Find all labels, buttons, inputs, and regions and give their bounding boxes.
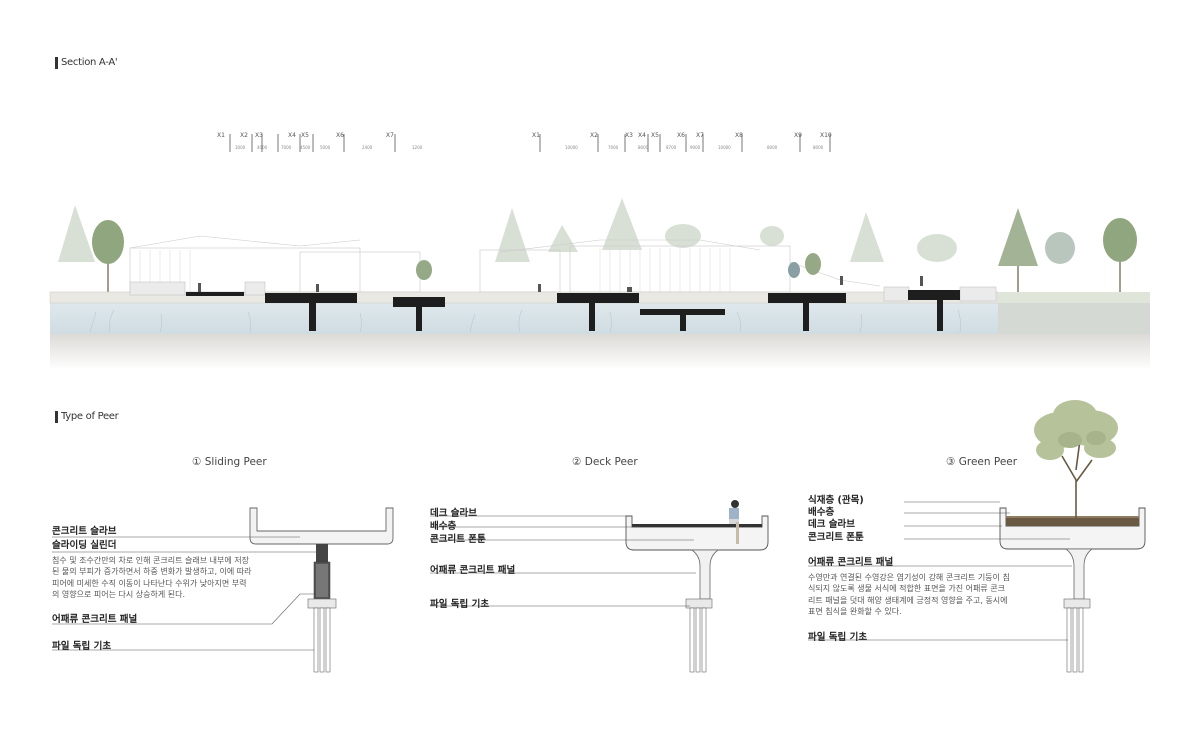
green-label-deck: 데크 슬라브 — [808, 519, 856, 530]
axis-label: X4 — [288, 132, 296, 139]
axis-label: X1 — [532, 132, 540, 139]
green-label-drainage: 배수층 — [808, 507, 835, 518]
foreground-trees — [92, 208, 1137, 292]
axis-label: X3 — [625, 132, 633, 139]
green-description: 수영만과 연결된 수영강은 염기성이 강해 콘크리트 기둥이 침식되지 않도록 … — [808, 573, 1010, 616]
deck-label-slab: 데크 슬라브 — [430, 508, 478, 519]
green-peer-detail — [808, 400, 1146, 673]
axis-label: X9 — [794, 132, 802, 139]
deck-peer-detail — [430, 500, 769, 673]
dimension-label: 4500 — [300, 145, 311, 150]
dimension-label: 8000 — [813, 145, 824, 150]
axis-label: X5 — [301, 132, 309, 139]
dimension-label: 8000 — [638, 145, 649, 150]
sliding-label-pile: 파일 독립 기초 — [52, 641, 112, 652]
green-label-pontoon: 콘크리트 폰툰 — [808, 532, 864, 543]
sliding-peer-title: ① Sliding Peer — [192, 456, 267, 468]
section-heading-bar — [55, 57, 58, 69]
axis-label: X7 — [386, 132, 394, 139]
types-heading: Type of Peer — [61, 411, 119, 422]
pier-decks — [186, 290, 960, 331]
deck-label-pontoon: 콘크리트 폰툰 — [430, 534, 486, 545]
axis-label: X4 — [638, 132, 646, 139]
sliding-description: 침수 및 조수간만의 차로 인해 콘크리트 슬래브 내부에 저장된 물의 부피가… — [52, 556, 252, 599]
sliding-label-cylinder: 슬라이딩 실린더 — [52, 540, 117, 551]
dimension-label: 9000 — [690, 145, 701, 150]
green-label-planting: 식재층 (관목) — [808, 495, 864, 506]
green-label-pile: 파일 독립 기초 — [808, 632, 868, 643]
axis-label: X2 — [240, 132, 248, 139]
background-trees — [58, 198, 957, 262]
green-label-panel: 어패류 콘크리트 패널 — [808, 557, 894, 568]
axis-label: X2 — [590, 132, 598, 139]
dimension-label: 10000 — [718, 145, 731, 150]
axis-label: X6 — [336, 132, 344, 139]
axis-label: X6 — [677, 132, 685, 139]
deck-peer-title: ② Deck Peer — [572, 456, 638, 468]
green-peer-title: ③ Green Peer — [946, 456, 1018, 468]
dimension-label: 10000 — [565, 145, 578, 150]
deck-label-pile: 파일 독립 기초 — [430, 599, 490, 610]
deck-label-drainage: 배수층 — [430, 521, 457, 532]
axis-label: X7 — [696, 132, 704, 139]
dimension-label: 7000 — [608, 145, 619, 150]
axis-label: X3 — [255, 132, 263, 139]
types-heading-bar — [55, 411, 58, 423]
people — [198, 276, 923, 292]
axis-label: X5 — [651, 132, 659, 139]
axis-label: X1 — [217, 132, 225, 139]
dimension-label: 8000 — [767, 145, 778, 150]
dimension-label: 4000 — [257, 145, 268, 150]
section-heading: Section A-A' — [61, 57, 118, 68]
dimension-label: 8700 — [666, 145, 677, 150]
deck-label-panel: 어패류 콘크리트 패널 — [430, 565, 516, 576]
sliding-label-slab: 콘크리트 슬라브 — [52, 526, 117, 537]
axis-grid-right — [539, 134, 831, 152]
dimension-label: 1200 — [412, 145, 423, 150]
sliding-label-panel: 어패류 콘크리트 패널 — [52, 614, 138, 625]
dimension-label: 3000 — [235, 145, 246, 150]
dimension-label: 2400 — [362, 145, 373, 150]
dimension-label: 5000 — [320, 145, 331, 150]
axis-label: X8 — [735, 132, 743, 139]
axis-label: X10 — [820, 132, 832, 139]
dimension-label: 7000 — [281, 145, 292, 150]
sliding-peer-detail — [52, 507, 394, 673]
buildings — [129, 235, 881, 293]
axis-grid-left — [229, 134, 396, 152]
